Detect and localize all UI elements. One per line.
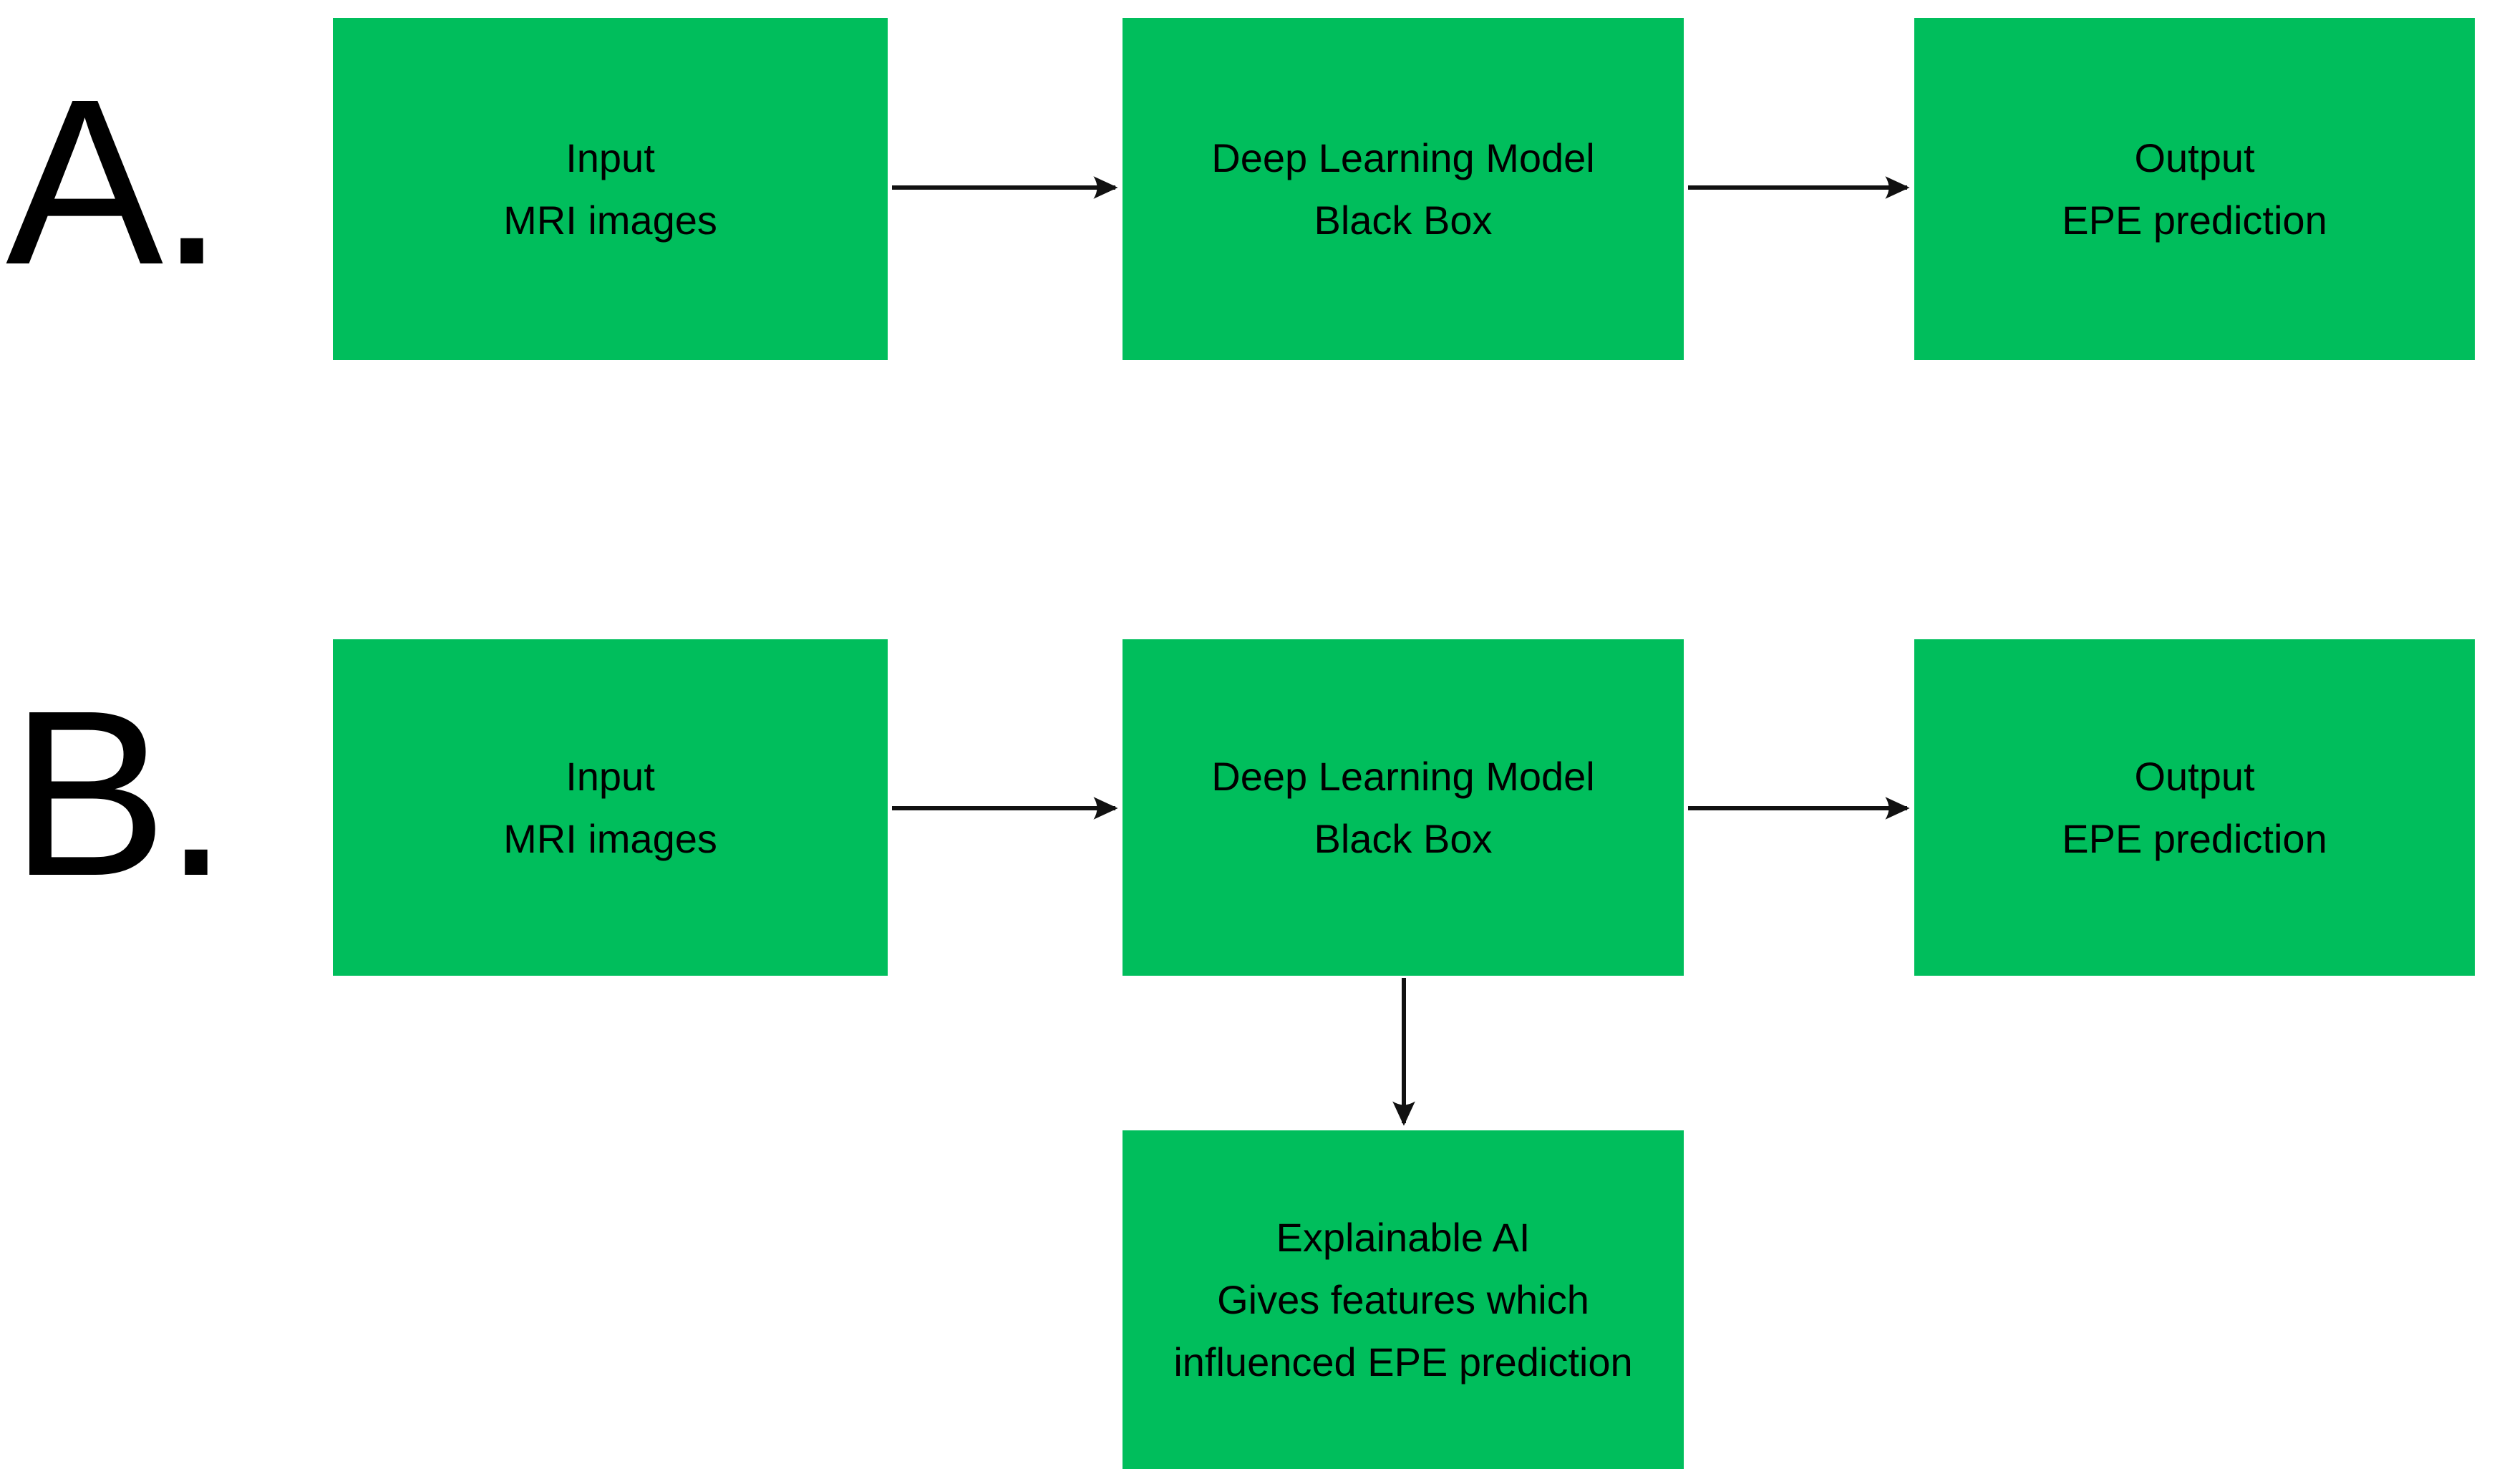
model-box-b-text: Deep Learning Model Black Box <box>1211 745 1594 870</box>
box-line: Deep Learning Model <box>1211 135 1595 180</box>
input-box-a: Input MRI images <box>333 18 888 360</box>
input-box-b: Input MRI images <box>333 639 888 976</box>
model-box-b: Deep Learning Model Black Box <box>1123 639 1684 976</box>
output-box-a-text: Output EPE prediction <box>2062 127 2327 251</box>
box-line: EPE prediction <box>2062 198 2327 243</box>
model-box-a: Deep Learning Model Black Box <box>1123 18 1684 360</box>
box-line: Output <box>2134 135 2255 180</box>
output-box-a: Output EPE prediction <box>1914 18 2475 360</box>
box-line: Input <box>566 135 655 180</box>
box-line: MRI images <box>503 816 717 861</box>
box-line: Deep Learning Model <box>1211 754 1595 799</box>
box-line: influenced EPE prediction <box>1173 1339 1633 1384</box>
box-line: EPE prediction <box>2062 816 2327 861</box>
box-line: Black Box <box>1314 198 1493 243</box>
section-a-label: A. <box>6 49 225 314</box>
explainable-ai-box: Explainable AI Gives features which infl… <box>1123 1130 1684 1469</box>
box-line: MRI images <box>503 198 717 243</box>
box-line: Explainable AI <box>1276 1215 1531 1260</box>
box-line: Input <box>566 754 655 799</box>
input-box-b-text: Input MRI images <box>503 745 717 870</box>
box-line: Output <box>2134 754 2255 799</box>
output-box-b-text: Output EPE prediction <box>2062 745 2327 870</box>
input-box-a-text: Input MRI images <box>503 127 717 251</box>
output-box-b: Output EPE prediction <box>1914 639 2475 976</box>
box-line: Gives features which <box>1217 1277 1589 1322</box>
explainable-ai-box-text: Explainable AI Gives features which infl… <box>1173 1206 1632 1393</box>
model-box-a-text: Deep Learning Model Black Box <box>1211 127 1594 251</box>
box-line: Black Box <box>1314 816 1493 861</box>
section-b-label: B. <box>10 661 229 925</box>
